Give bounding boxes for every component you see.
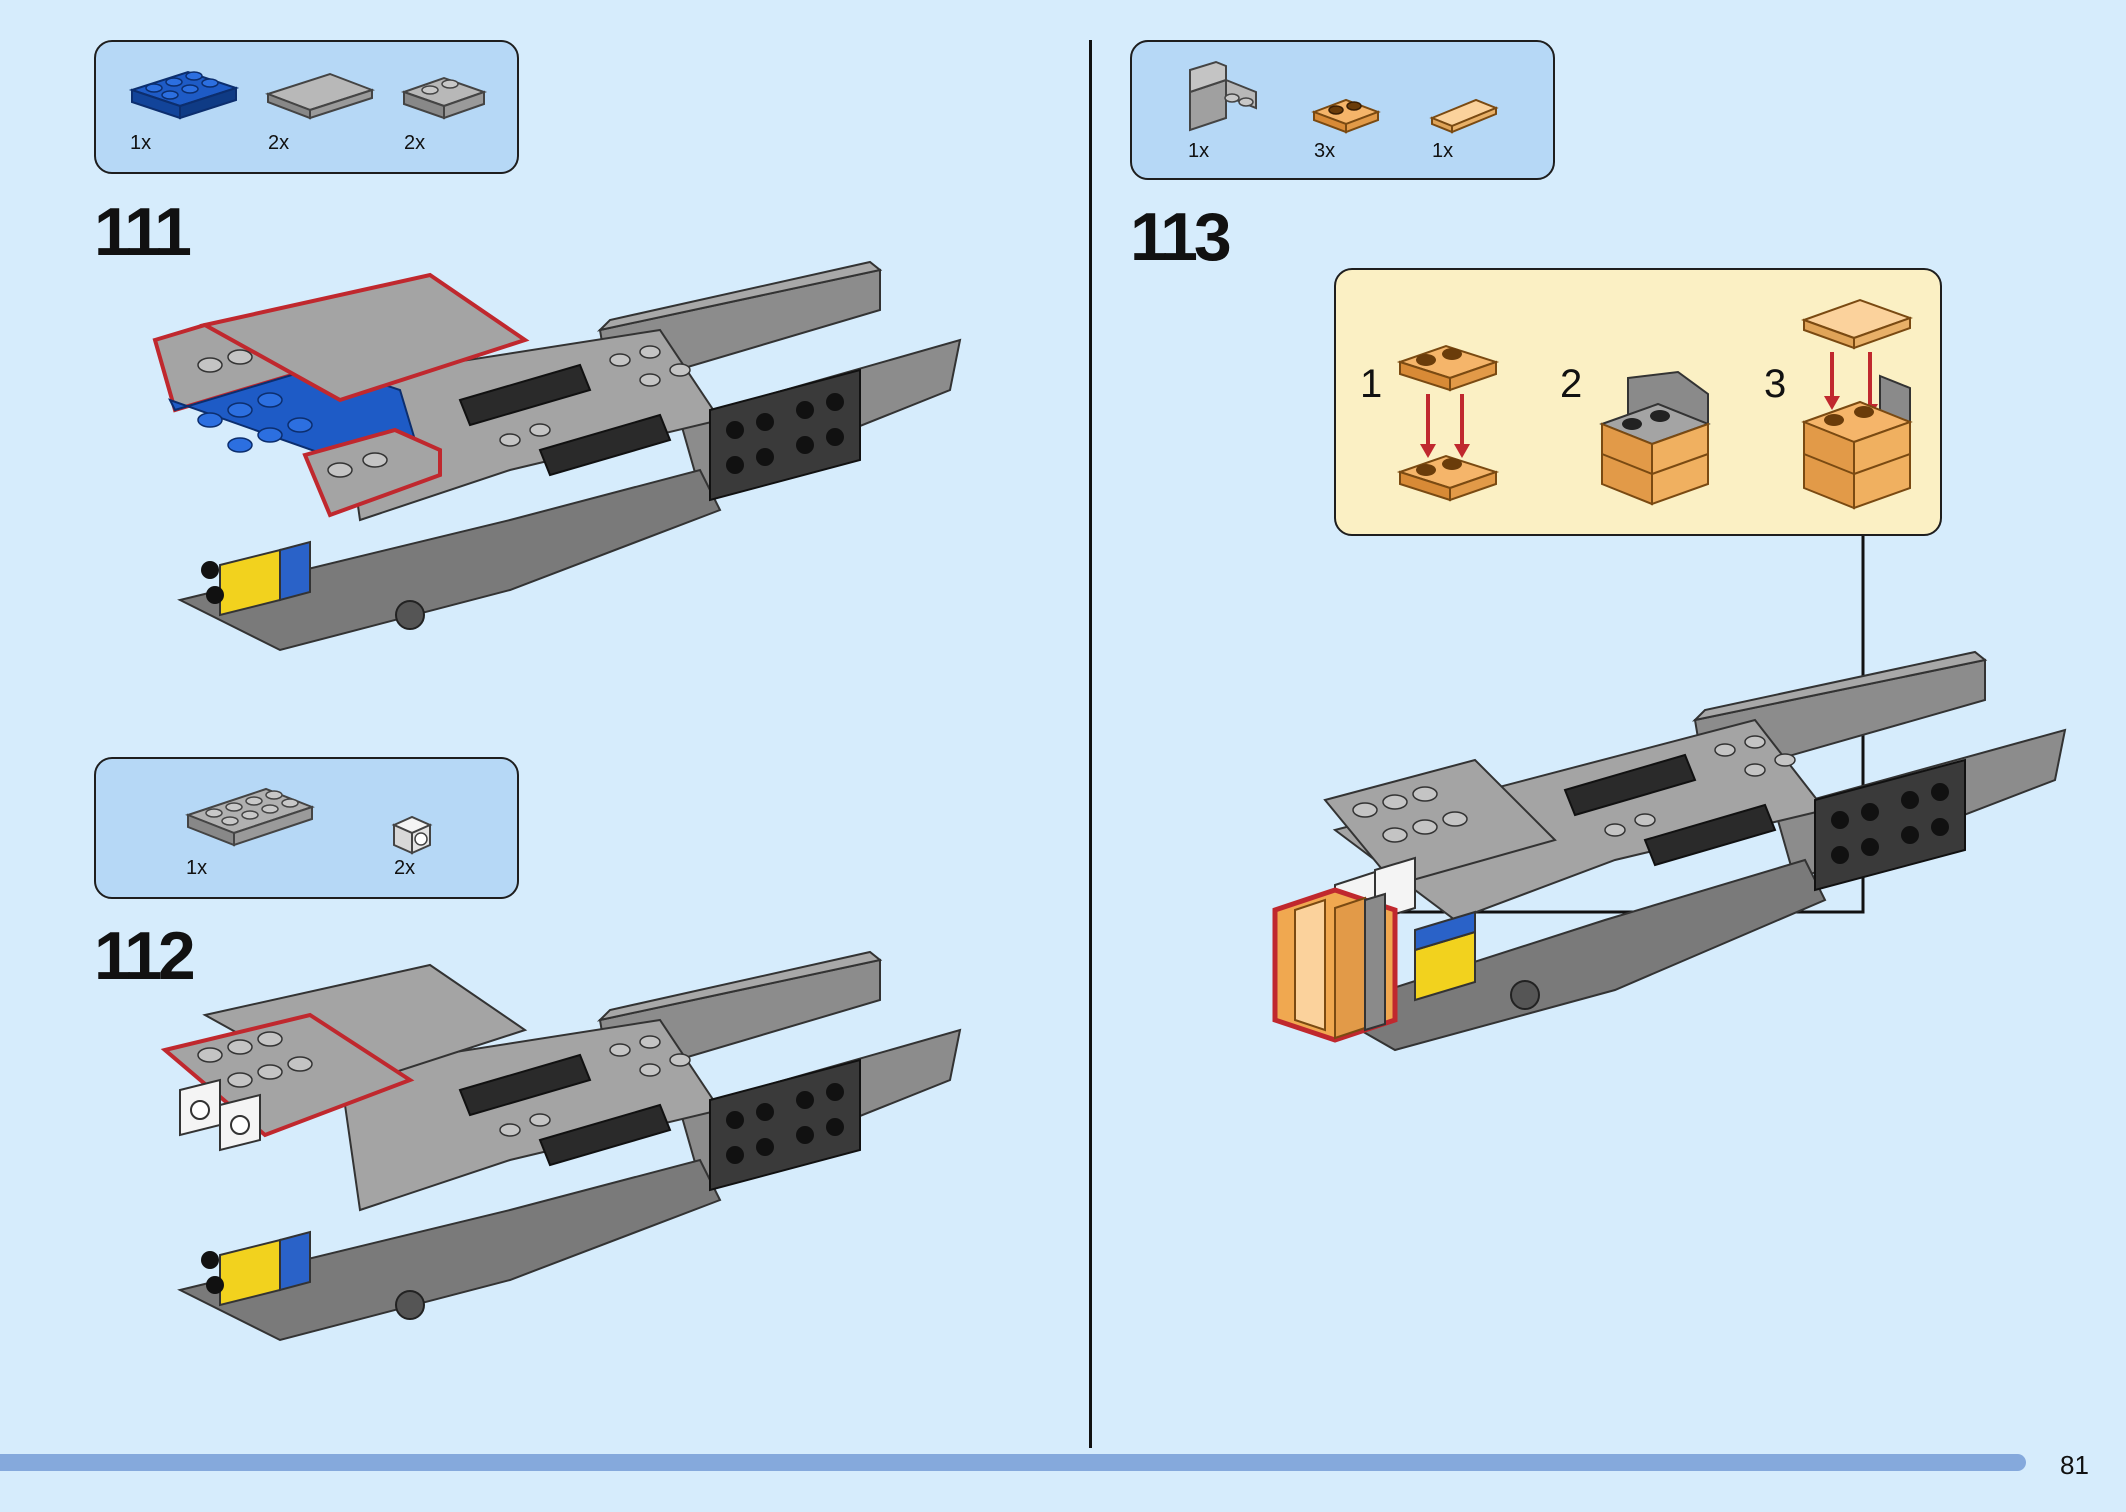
part-qty: 3x [1314,140,1336,162]
part-qty: 1x [1432,140,1454,162]
gray-bracket-icon [1189,60,1257,132]
part-qty: 1x [1188,140,1210,162]
gray-plate-2x4-icon [185,787,315,847]
step-number: 111 [94,194,192,270]
gray-plate-2x2-icon [400,76,488,120]
substep-number: 1 [1360,362,1383,406]
assembly-model-step-113 [1272,650,2067,1052]
part-qty: 1x [130,132,152,154]
substep-2-illustration [1599,370,1711,506]
orange-trans-tile-icon [1429,98,1499,134]
step-number: 113 [1130,199,1232,275]
parts-callout-step-111: 1x 2x 2x [94,40,519,174]
white-brick-with-stud-icon [391,815,433,855]
assembly-model-step-112 [160,950,962,1342]
substep-number: 2 [1560,362,1583,406]
parts-callout-step-113: 1x 3x 1x [1130,40,1555,180]
step-number: 112 [94,918,196,994]
footer-bar [0,1454,2026,1471]
part-qty: 1x [186,857,208,879]
part-qty: 2x [394,857,416,879]
gray-tile-2x4-icon [264,72,376,120]
subassembly-callout: 1 2 3 [1334,268,1942,536]
page-divider [1089,40,1092,1448]
substep-number: 3 [1764,362,1787,406]
page-number: 81 [2060,1450,2089,1480]
substep-3-illustration [1801,298,1913,510]
part-qty: 2x [268,132,290,154]
blue-plate-2x4-icon [128,70,240,120]
parts-callout-step-112: 1x 2x [94,757,519,899]
assembly-model-step-111 [152,260,962,652]
orange-trans-plate-icon [1311,98,1381,134]
part-qty: 2x [404,132,426,154]
substep-1-illustration [1396,344,1500,502]
